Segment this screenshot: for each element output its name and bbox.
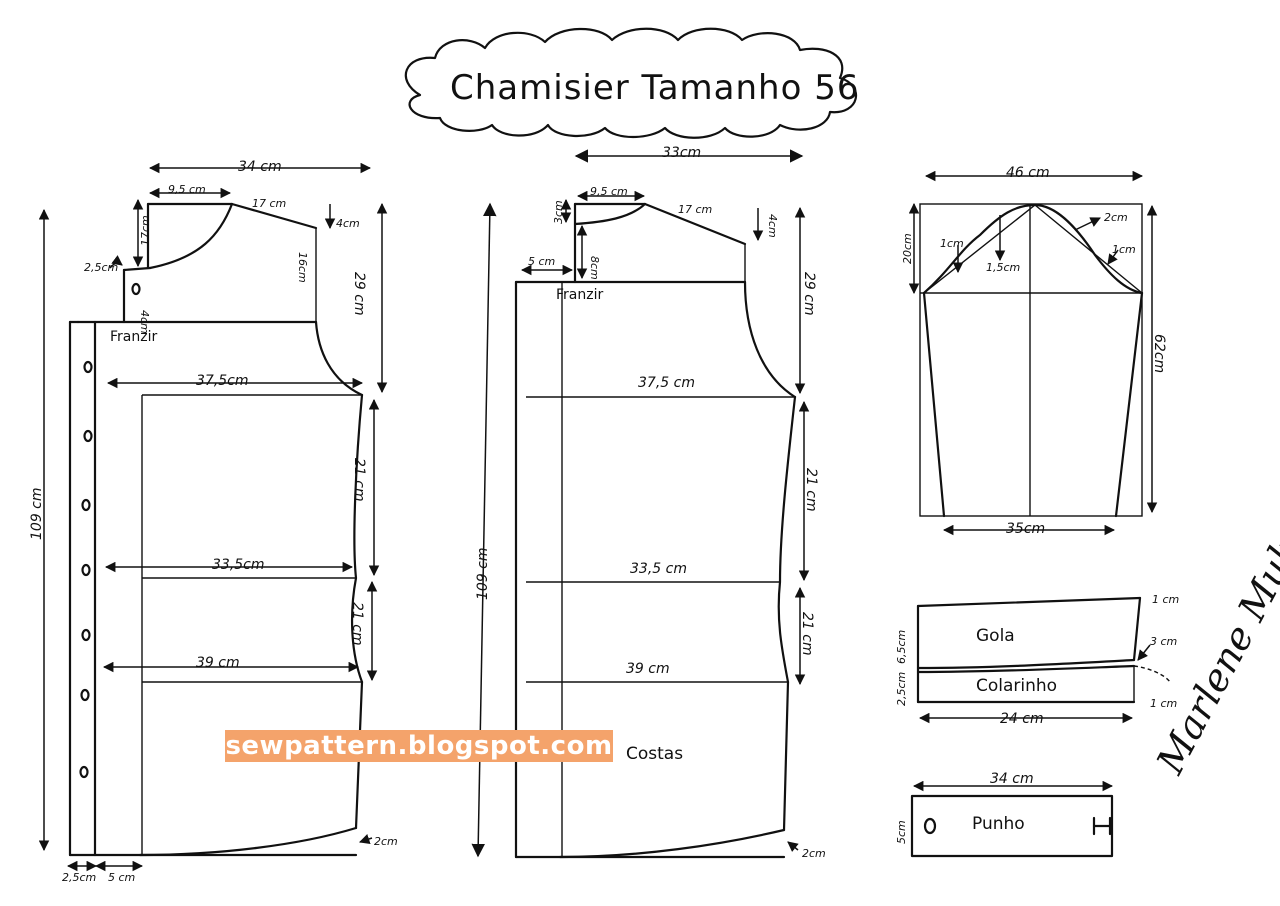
front-shoulder-drop: 4cm [336,217,360,230]
back-bust: 37,5 cm [638,375,695,391]
front-hip: 39 cm [196,655,240,671]
front-seg1: 21 cm [351,458,367,502]
front-franzir: Franzir [110,329,158,345]
page-title: Chamisier Tamanho 56 [450,68,860,108]
sleeve-width-top: 46 cm [1006,165,1050,181]
front-waist: 33,5cm [212,557,265,573]
back-neck-rise: 3cm [552,200,565,224]
sleeve-curve-in-left: 1cm [940,237,964,250]
collar-width: 24 cm [1000,711,1044,727]
front-neck-depth: 17cm [139,215,152,246]
front-facing-width: 5 cm [108,871,136,884]
back-yoke-inset: 5 cm [528,255,556,268]
front-bust: 37,5cm [196,373,249,389]
front-armhole-depth: 16cm [296,252,309,283]
back-seg2: 21 cm [799,612,815,656]
back-neck-width: 9,5 cm [590,185,628,198]
front-length: 109 cm [29,487,45,540]
watermark-banner: sewpattern.blogspot.com [225,730,613,762]
back-hip: 39 cm [626,661,670,677]
collar-gola-height: 6,5cm [895,629,908,664]
back-label: Costas [626,744,684,764]
collar-tip-bottom: 1 cm [1150,697,1178,710]
front-neck-width: 9,5 cm [168,183,206,196]
collar-gola: Gola [976,626,1015,646]
sleeve-curve-out: 2cm [1104,211,1128,224]
back-yoke-height: 29 cm [801,272,817,316]
sleeve-piece [908,170,1158,536]
back-seg1: 21 cm [803,468,819,512]
back-franzir: Franzir [556,287,604,303]
collar-tip-top: 1 cm [1152,593,1180,606]
back-hem-curve: 2cm [802,847,826,860]
sleeve-length: 62cm [1151,334,1167,374]
cuff-width: 34 cm [990,771,1034,787]
back-width-top: 33cm [662,145,702,161]
sleeve-width-bottom: 35cm [1006,521,1046,537]
collar-colarinho-height: 2,5cm [895,671,908,706]
collar-tip-mid: 3 cm [1150,635,1178,648]
sleeve-center-drop: 1,5cm [986,261,1021,274]
back-shoulder: 17 cm [678,203,713,216]
front-hem-curve: 2cm [374,835,398,848]
front-seg2: 21 cm [349,602,365,646]
back-shoulder-drop: 4cm [766,214,779,238]
front-placket-offset: 2,5cm [84,261,119,274]
cuff-label: Punho [972,814,1025,834]
back-waist: 33,5 cm [630,561,687,577]
sleeve-cap-height: 20cm [901,233,914,264]
front-piece [38,162,388,872]
cuff-height: 5cm [895,820,908,844]
front-shoulder: 17 cm [252,197,287,210]
collar-piece [916,596,1171,724]
title-cloud [404,27,858,139]
back-yoke-drop: 8cm [588,256,601,280]
front-placket-width: 2,5cm [62,871,97,884]
cuff-piece [910,780,1114,858]
back-length: 109 cm [475,547,491,600]
front-width-top: 34 cm [238,159,282,175]
front-yoke-height: 29 cm [351,272,367,316]
collar-colarinho: Colarinho [976,676,1058,696]
sleeve-curve-in-right: 1cm [1112,243,1136,256]
